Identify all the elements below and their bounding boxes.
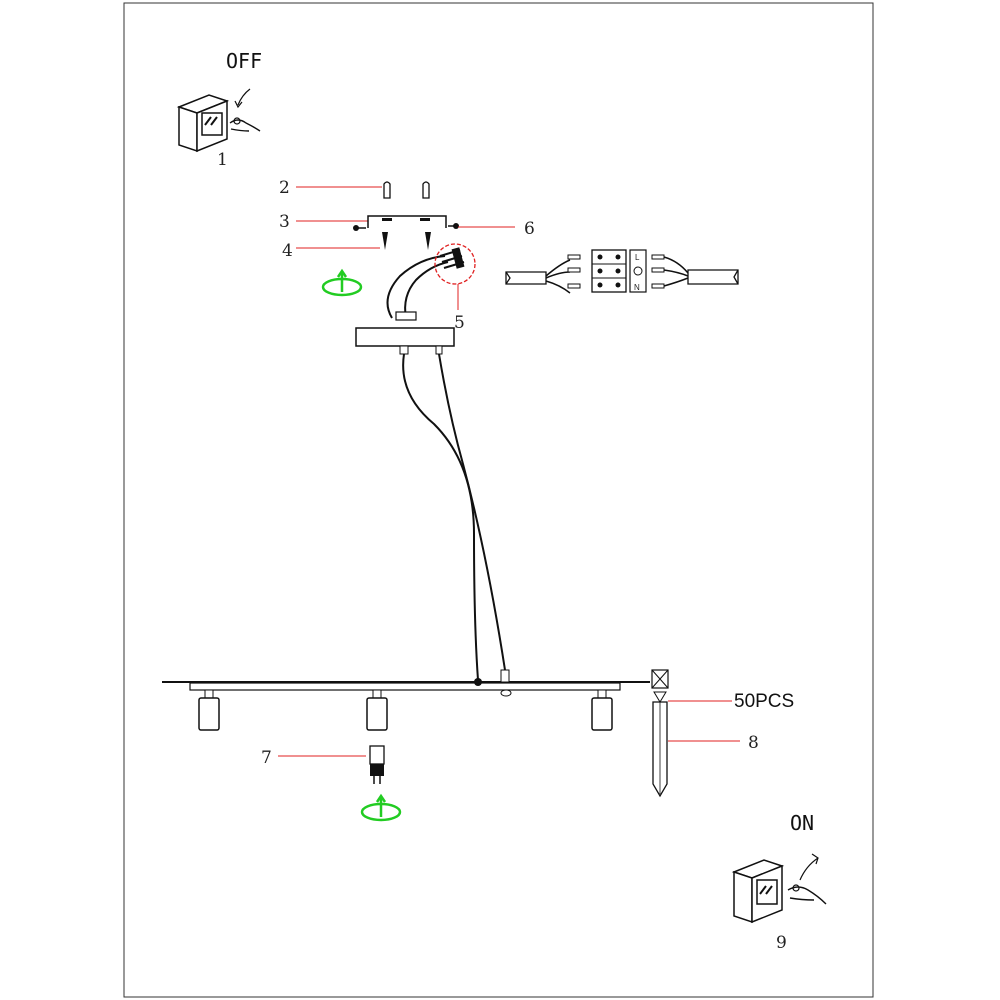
step-3-number: 3 <box>279 212 290 232</box>
wall-switch-on-icon <box>731 853 827 924</box>
terminal-n-label: N <box>634 283 640 292</box>
suspension-cable-right <box>438 353 506 671</box>
step-5-number: 5 <box>454 313 465 333</box>
step-2-number: 2 <box>279 178 290 198</box>
step-1-number: 1 <box>217 150 228 170</box>
quantity-label: 50PCS <box>734 691 794 712</box>
page-frame <box>123 2 874 998</box>
crystal-rod-icon <box>651 669 669 798</box>
wall-switch-off-icon <box>176 88 261 153</box>
step-7-number: 7 <box>261 748 272 768</box>
connector-callout-circle <box>434 243 476 285</box>
light-bar-body <box>189 682 621 691</box>
mounting-bracket-icon <box>353 215 459 231</box>
rotate-arrow-icon <box>321 268 363 297</box>
rotate-arrow-icon <box>360 793 402 822</box>
bulb-icon <box>369 745 385 784</box>
spotlight <box>591 689 613 731</box>
step-4-number: 4 <box>282 241 293 261</box>
on-label: ON <box>790 811 814 835</box>
off-label: OFF <box>226 49 262 73</box>
screw-icon <box>382 232 431 250</box>
spotlight <box>366 689 388 731</box>
ceiling-cable <box>386 255 449 321</box>
wall-plug-icon <box>383 181 430 199</box>
step-9-number: 9 <box>776 933 787 953</box>
terminal-l-label: L <box>635 253 640 262</box>
suspension-cable-left <box>402 353 479 681</box>
connector-icon <box>439 247 465 269</box>
ceiling-canopy <box>355 327 455 347</box>
terminal-block-icon: N L <box>505 249 739 294</box>
step-6-number: 6 <box>524 219 535 239</box>
step-8-number: 8 <box>748 733 759 753</box>
spotlight <box>198 689 220 731</box>
